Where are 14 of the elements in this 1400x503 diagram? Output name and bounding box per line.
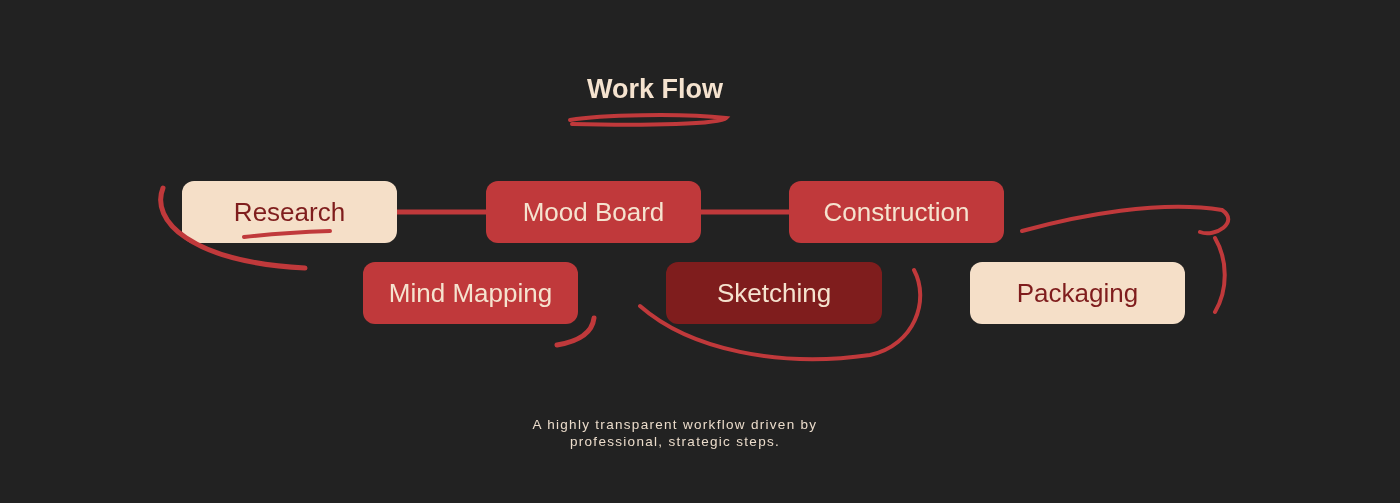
step-label: Research bbox=[233, 196, 346, 228]
process-box bbox=[789, 181, 1004, 243]
step-label: Packaging bbox=[1016, 277, 1139, 309]
caption: A highly transparent workflow driven by professional, strategic steps. bbox=[531, 416, 819, 450]
process-box bbox=[970, 262, 1185, 324]
process-box bbox=[486, 181, 701, 243]
step-label: Mood Board bbox=[522, 196, 665, 228]
process-box bbox=[666, 262, 882, 324]
step-label: Sketching bbox=[716, 277, 832, 309]
process-box bbox=[363, 262, 578, 324]
step-label: Mind Mapping bbox=[388, 277, 553, 309]
diagram-title: Work Flow bbox=[586, 74, 724, 105]
process-box bbox=[182, 181, 397, 243]
step-label: Construction bbox=[823, 196, 970, 228]
